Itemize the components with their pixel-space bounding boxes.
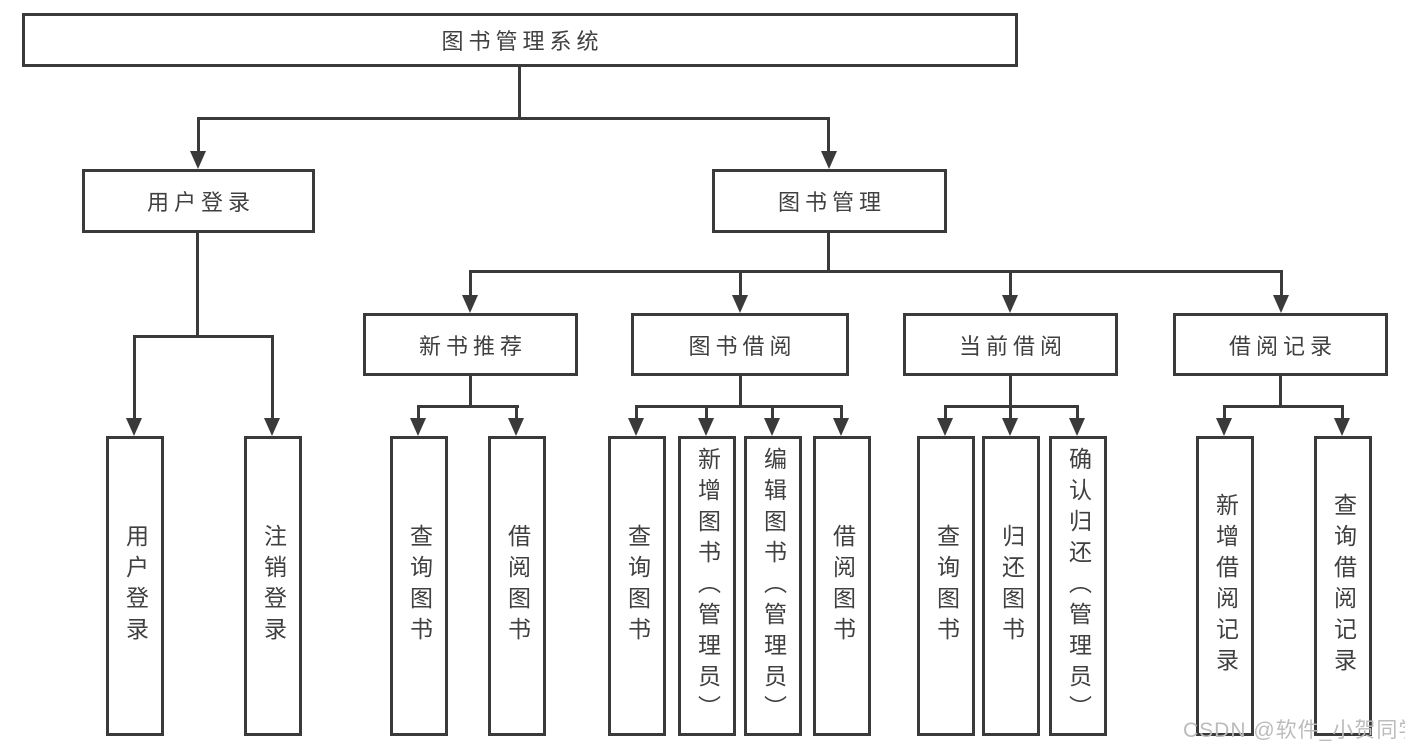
connector-line — [417, 405, 519, 408]
connector-line — [197, 117, 830, 120]
arrowhead-down-icon — [264, 418, 280, 436]
connector-line — [1009, 270, 1012, 297]
node-book-borrowing: 图书借阅 — [631, 313, 849, 376]
leaf-logout: 注销登录 — [244, 436, 302, 736]
connector-line — [518, 67, 521, 119]
connector-line — [1009, 376, 1012, 407]
node-borrowing-records: 借阅记录 — [1173, 313, 1388, 376]
arrowhead-down-icon — [410, 418, 426, 436]
node-label: 注销登录 — [260, 524, 287, 648]
node-label: 图书借阅 — [688, 333, 797, 359]
arrowhead-down-icon — [698, 418, 714, 436]
connector-line — [739, 270, 742, 297]
connector-line — [739, 376, 742, 407]
leaf-borrow-books-recommend: 借阅图书 — [488, 436, 546, 736]
leaf-query-books-current: 查询图书 — [917, 436, 975, 736]
connector-line — [1223, 405, 1226, 420]
node-label: 新增图书（管理员） — [694, 446, 721, 726]
node-label: 用户登录 — [146, 190, 255, 215]
arrowhead-down-icon — [1273, 295, 1289, 313]
leaf-query-borrow-record: 查询借阅记录 — [1314, 436, 1372, 736]
arrowhead-down-icon — [1002, 418, 1018, 436]
leaf-confirm-return-admin: 确认归还（管理员） — [1049, 436, 1107, 736]
connector-line — [469, 270, 1283, 273]
leaf-add-books-admin: 新增图书（管理员） — [678, 436, 736, 736]
node-label: 当前借阅 — [958, 333, 1067, 359]
node-label: 借阅图书 — [504, 524, 531, 648]
node-label: 查询图书 — [406, 524, 433, 648]
connector-line — [1279, 376, 1282, 407]
node-root-library-management-system: 图书管理系统 — [22, 13, 1018, 67]
connector-line — [1341, 405, 1344, 420]
connector-line — [840, 405, 843, 420]
leaf-return-books: 归还图书 — [982, 436, 1040, 736]
connector-line — [705, 405, 708, 420]
connector-line — [1009, 405, 1012, 420]
arrowhead-down-icon — [462, 295, 478, 313]
node-label: 借阅记录 — [1228, 333, 1337, 359]
node-label: 图书管理 — [777, 190, 886, 215]
connector-line — [197, 117, 200, 153]
connector-line — [469, 270, 472, 297]
node-label: 查询图书 — [933, 524, 960, 648]
node-book-management: 图书管理 — [712, 169, 947, 233]
arrowhead-down-icon — [1002, 295, 1018, 313]
arrowhead-down-icon — [764, 418, 780, 436]
arrowhead-down-icon — [508, 418, 524, 436]
node-label: 用户登录 — [122, 524, 149, 648]
connector-line — [196, 233, 199, 337]
watermark: CSDN @软件_小贺同学 — [1183, 719, 1405, 742]
node-label: 归还图书 — [998, 524, 1025, 648]
connector-line — [1280, 270, 1283, 297]
node-label: 新书推荐 — [418, 333, 527, 359]
leaf-edit-books-admin: 编辑图书（管理员） — [744, 436, 802, 736]
leaf-query-books-recommend: 查询图书 — [390, 436, 448, 736]
arrowhead-down-icon — [732, 295, 748, 313]
arrowhead-down-icon — [628, 418, 644, 436]
connector-line — [271, 335, 274, 420]
arrowhead-down-icon — [126, 418, 142, 436]
node-label: 图书管理系统 — [441, 29, 604, 54]
arrowhead-down-icon — [821, 151, 837, 169]
node-label: 借阅图书 — [829, 524, 856, 648]
node-user-login: 用户登录 — [82, 169, 315, 233]
connector-line — [133, 335, 136, 420]
node-label: 查询借阅记录 — [1330, 493, 1357, 679]
leaf-borrow-books: 借阅图书 — [813, 436, 871, 736]
arrowhead-down-icon — [1216, 418, 1232, 436]
leaf-add-borrow-record: 新增借阅记录 — [1196, 436, 1254, 736]
connector-line — [469, 376, 472, 407]
node-label: 确认归还（管理员） — [1065, 446, 1092, 726]
node-current-borrowing: 当前借阅 — [903, 313, 1118, 376]
arrowhead-down-icon — [833, 418, 849, 436]
node-label: 新增借阅记录 — [1212, 493, 1239, 679]
leaf-user-login: 用户登录 — [106, 436, 164, 736]
connector-line — [1223, 405, 1344, 408]
leaf-query-books-borrowing: 查询图书 — [608, 436, 666, 736]
arrowhead-down-icon — [1069, 418, 1085, 436]
arrowhead-down-icon — [1334, 418, 1350, 436]
connector-line — [944, 405, 947, 420]
node-new-book-recommendation: 新书推荐 — [363, 313, 578, 376]
connector-line — [1076, 405, 1079, 420]
node-label: 编辑图书（管理员） — [760, 446, 787, 726]
connector-line — [417, 405, 420, 420]
connector-line — [827, 233, 830, 272]
node-label: 查询图书 — [624, 524, 651, 648]
connector-line — [515, 405, 518, 420]
connector-line — [635, 405, 843, 408]
connector-line — [635, 405, 638, 420]
connector-line — [133, 335, 274, 338]
arrowhead-down-icon — [937, 418, 953, 436]
connector-line — [827, 117, 830, 153]
connector-line — [771, 405, 774, 420]
arrowhead-down-icon — [190, 151, 206, 169]
